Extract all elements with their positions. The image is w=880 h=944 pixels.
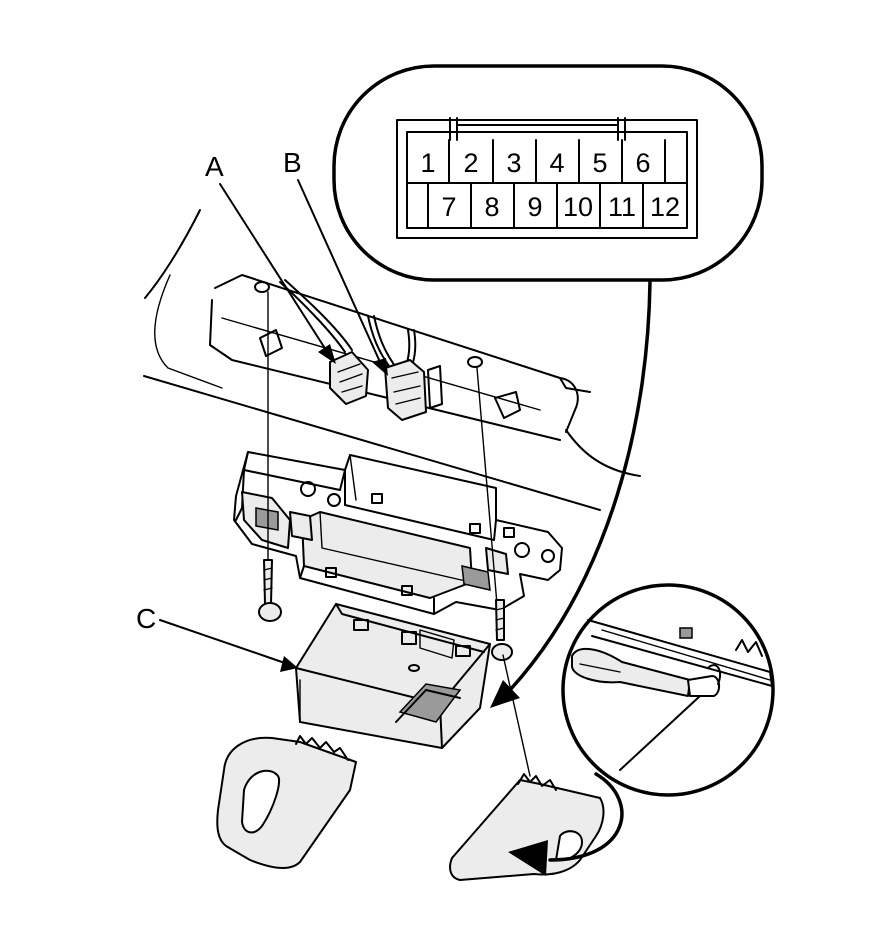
- removal-arrowhead: [508, 840, 548, 876]
- callout-c-leader: [159, 619, 283, 663]
- connector-shell: [396, 117, 698, 239]
- pin-4: 4: [549, 148, 564, 178]
- console-bracket: [233, 451, 563, 615]
- pin-9: 9: [527, 192, 542, 222]
- callout-b-label: B: [283, 147, 302, 178]
- screw-left: [258, 291, 282, 622]
- pin-7: 7: [441, 192, 456, 222]
- roof-hole-right: [467, 356, 483, 368]
- lens-cover-right: [449, 654, 605, 881]
- pin-3: 3: [506, 148, 521, 178]
- pin-12: 12: [650, 192, 680, 222]
- pin-2: 2: [463, 148, 478, 178]
- callout-a-arrowhead: [318, 344, 336, 364]
- screw-right: [476, 367, 513, 661]
- inset-bubble-outline: [332, 64, 764, 282]
- pin-6: 6: [635, 148, 650, 178]
- removal-arrow-curve: [548, 772, 624, 862]
- overhead-console: [295, 603, 491, 749]
- connector-a: [329, 351, 369, 405]
- roof-hole-left: [254, 281, 270, 293]
- callout-b-leader: [297, 179, 381, 363]
- callout-c-label: C: [136, 603, 156, 634]
- pin-5: 5: [592, 148, 607, 178]
- detail-inset-screwdriver: [561, 583, 775, 797]
- connector-face-inset: 1 2 3 4 5 6 7 8 9 10 11 12: [332, 64, 764, 282]
- pin-8: 8: [484, 192, 499, 222]
- pin-11: 11: [608, 192, 636, 222]
- callout-b-arrowhead: [372, 358, 388, 376]
- pin-10: 10: [563, 192, 593, 222]
- pin-1: 1: [420, 148, 435, 178]
- inset-arrowhead: [490, 680, 520, 708]
- callout-a-leader: [219, 183, 327, 351]
- inset-leader-curve: [508, 280, 652, 692]
- detail-inset-circle: [561, 583, 775, 797]
- callout-c-arrowhead: [280, 656, 298, 672]
- connector-b: [384, 359, 427, 421]
- lens-cover-left: [216, 735, 357, 869]
- callout-a-label: A: [205, 151, 224, 182]
